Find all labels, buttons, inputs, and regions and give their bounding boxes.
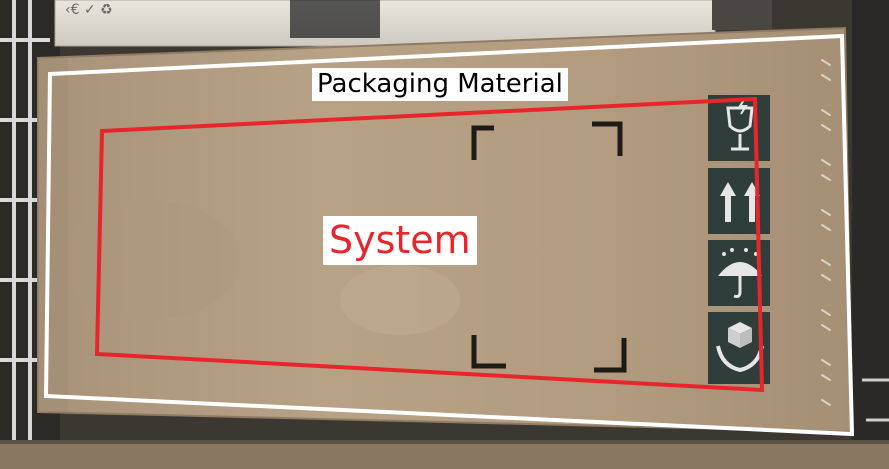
system-label: System xyxy=(323,216,477,265)
svg-text:‹€ ✓ ♻: ‹€ ✓ ♻ xyxy=(65,2,113,18)
handle-with-care-icon xyxy=(716,322,764,373)
packaging-material-outline xyxy=(43,33,855,437)
corner-marks xyxy=(471,121,627,373)
fragile-glass-icon xyxy=(726,99,754,151)
system-outline xyxy=(94,96,765,393)
staple-row xyxy=(821,59,831,406)
lower-box xyxy=(0,440,889,469)
packaging-material-label: Packaging Material xyxy=(312,68,568,101)
